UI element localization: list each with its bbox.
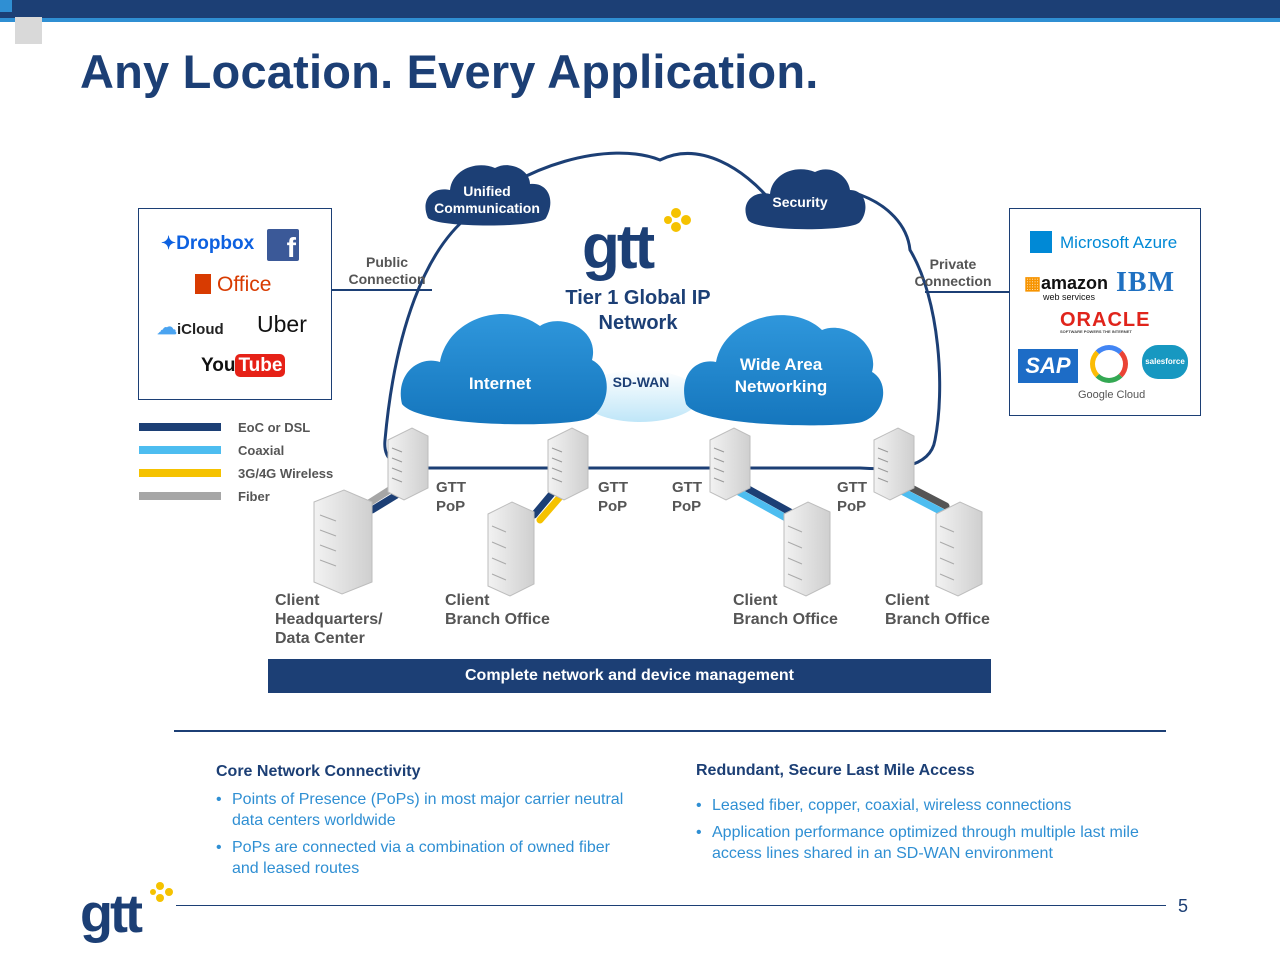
pop-label-4-line2: PoP (837, 498, 867, 515)
footer-divider (176, 905, 1166, 906)
list-item: Application performance optimized throug… (696, 822, 1166, 864)
legend-swatch-eoc (139, 423, 221, 431)
sap-logo: SAP (1018, 349, 1078, 383)
amazon-logo: ▦amazon (1024, 273, 1109, 293)
gtt-logo-dot (156, 882, 164, 890)
top-bar (0, 0, 1280, 18)
wan-label-line2: Networking (734, 377, 828, 396)
page-title: Any Location. Every Application. (80, 45, 819, 98)
pop-label-3-line2: PoP (672, 498, 702, 515)
top-bar-accent (0, 18, 1280, 22)
pop-label-2-line2: PoP (598, 498, 628, 515)
unified-communication-cloud (425, 165, 551, 226)
corner-square-blue (0, 0, 12, 12)
wan-label-line1: Wide Area (739, 355, 823, 374)
gtt-logo-dot (165, 888, 173, 896)
security-cloud (745, 169, 866, 230)
list-item: Points of Presence (PoPs) in most major … (216, 789, 626, 831)
pop-label-1-line2: PoP (436, 498, 466, 515)
redundant-access-bullets: Leased fiber, copper, coaxial, wireless … (696, 795, 1166, 870)
gtt-logo-footer: gtt (80, 884, 143, 944)
uber-logo: Uber (257, 311, 307, 337)
pop-label-4-line1: GTT (837, 479, 867, 496)
legend-swatch-coaxial (139, 446, 221, 454)
pop-server-3 (709, 427, 751, 501)
internet-label: Internet (468, 374, 532, 393)
list-item: PoPs are connected via a combination of … (216, 837, 626, 879)
gtt-logo-dot (150, 889, 156, 895)
sdwan-label: SD-WAN (612, 374, 670, 390)
wide-area-networking-cloud (684, 315, 884, 426)
icloud-logo: ☁iCloud (157, 317, 224, 339)
security-label: Security (772, 194, 828, 210)
ibm-logo: IBM (1116, 267, 1175, 298)
communication-label: Communication (434, 200, 540, 216)
oracle-tagline: SOFTWARE POWERS THE INTERNET (1060, 329, 1132, 334)
tier1-line1: Tier 1 Global IP (565, 287, 711, 309)
tier1-line2: Network (598, 312, 678, 334)
pop-label-1-line1: GTT (436, 479, 466, 496)
client-building-branch-2 (783, 501, 831, 597)
redundant-access-title: Redundant, Secure Last Mile Access (696, 762, 975, 779)
legend-label-fiber: Fiber (238, 489, 270, 504)
gtt-logo-dot (671, 222, 681, 232)
core-network-bullets: Points of Presence (PoPs) in most major … (216, 789, 626, 885)
public-connection-line2: Connection (348, 271, 426, 287)
public-connection-line1: Public (365, 254, 408, 270)
legend-swatch-wireless (139, 469, 221, 477)
salesforce-logo: salesforce (1142, 345, 1188, 379)
pop-server-2 (547, 427, 589, 501)
corner-square-gray (15, 17, 42, 44)
core-network-title: Core Network Connectivity (216, 763, 421, 780)
legend-label-coaxial: Coaxial (238, 443, 285, 458)
unified-label: Unified (463, 183, 511, 199)
pop-label-2-line1: GTT (598, 479, 628, 496)
gtt-logo-dot (681, 215, 691, 225)
internet-cloud (400, 313, 607, 425)
client-building-hq (313, 489, 373, 595)
gtt-logo-center: gtt (582, 213, 655, 282)
pop-server-1 (387, 427, 429, 501)
pop-server-4 (873, 427, 915, 501)
google-cloud-icon (1090, 345, 1128, 383)
private-connection-line1: Private (929, 256, 977, 272)
section-divider (174, 730, 1166, 732)
microsoft-azure-logo: Microsoft Azure (1030, 231, 1177, 253)
client-building-branch-3 (935, 501, 983, 597)
google-cloud-logo: Google Cloud (1078, 389, 1146, 401)
legend-label-eoc: EoC or DSL (238, 420, 311, 435)
client-building-branch-1 (487, 501, 535, 597)
pop-label-3-line1: GTT (672, 479, 702, 496)
aws-logo: web services (1043, 292, 1096, 302)
gtt-logo-dot (664, 216, 672, 224)
management-banner: Complete network and device management (268, 659, 991, 693)
list-item: Leased fiber, copper, coaxial, wireless … (696, 795, 1166, 816)
page-number: 5 (1178, 896, 1189, 916)
gtt-logo-dot (156, 894, 164, 902)
office-logo: Office (195, 273, 271, 297)
legend-label-wireless: 3G/4G Wireless (238, 466, 334, 481)
legend-swatch-fiber (139, 492, 221, 500)
private-connection-line2: Connection (914, 273, 992, 289)
private-cloud-logo-box: Microsoft Azure ▦amazon web services IBM… (1009, 208, 1201, 416)
gtt-logo-dot (671, 208, 681, 218)
facebook-logo: f (267, 229, 299, 263)
oracle-logo: ORACLE (1060, 309, 1151, 331)
dropbox-logo: ✦Dropbox (161, 233, 255, 254)
